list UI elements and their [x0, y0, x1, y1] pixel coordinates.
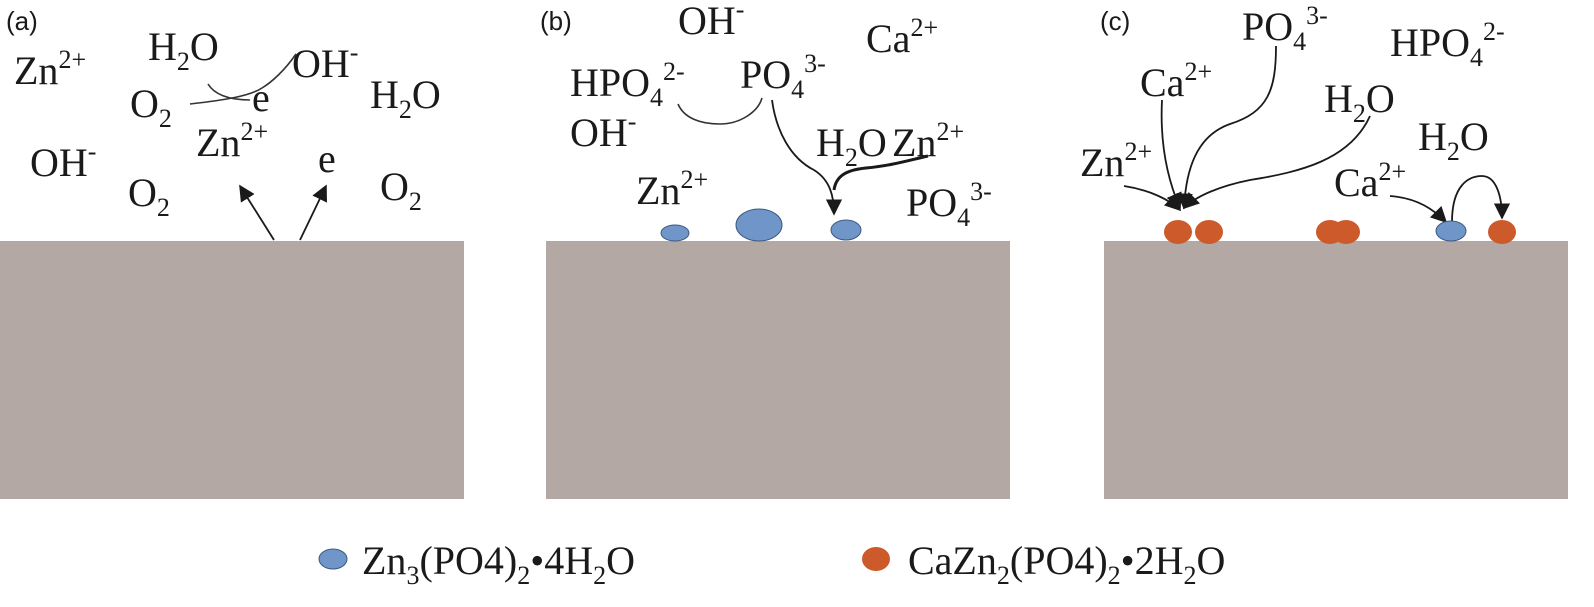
species-zn-b1: Zn2+	[892, 117, 964, 165]
panel-label-c: (c)	[1100, 6, 1130, 36]
panel-a: (a) Zn2+ H2O e OH- O2 H2O Zn2+ OH- e O2 …	[0, 6, 464, 499]
substrate-c	[1104, 241, 1568, 499]
arrow-h2o-to-surface-c	[1182, 115, 1371, 210]
arrow-zn-to-surface-c	[1123, 185, 1182, 212]
panel-label-b: (b)	[540, 6, 572, 36]
cazn-phosphate-particle-c1	[1164, 220, 1192, 244]
species-oh-a1: OH-	[292, 38, 358, 86]
species-zn-a1: Zn2+	[14, 45, 86, 93]
cazn-phosphate-particle-c4	[1332, 220, 1360, 244]
species-zn-b2: Zn2+	[636, 165, 708, 213]
arrow-zn-release	[239, 184, 275, 241]
zn-phosphate-particle-b1	[660, 224, 690, 242]
zn-phosphate-particle-b3	[830, 219, 862, 241]
species-po4-b1: PO43-	[740, 49, 826, 104]
species-po4-c1: PO43-	[1242, 1, 1328, 56]
zn-phosphate-particle-c1	[1435, 220, 1467, 242]
species-oh-a2: OH-	[30, 137, 96, 185]
reaction-curve-b2	[832, 154, 929, 191]
legend-label-zn-phosphate: Zn3(PO4)2•4H2O	[362, 538, 635, 590]
species-hpo4-b1: HPO42-	[570, 57, 685, 112]
species-h2o-a2: H2O	[370, 72, 441, 124]
species-electron-a2: e	[318, 136, 336, 181]
species-h2o-c2: H2O	[1418, 114, 1489, 166]
species-ca-b1: Ca2+	[866, 13, 938, 61]
species-h2o-b1: H2O	[816, 120, 887, 172]
zn-phosphate-particle-b2	[735, 208, 783, 242]
species-h2o-a1: H2O	[148, 24, 219, 76]
species-hpo4-c1: HPO42-	[1390, 17, 1505, 72]
species-po4-b2: PO43-	[906, 177, 992, 232]
legend-swatch-zn-phosphate	[318, 548, 348, 570]
species-o2-a2: O2	[128, 170, 170, 222]
species-oh-b1: OH-	[678, 0, 744, 43]
arrow-h2o-to-particle	[1451, 175, 1511, 223]
arrow-po4-to-surface-c	[1176, 45, 1277, 210]
cazn-phosphate-particle-c5	[1488, 220, 1516, 244]
arrow-po4-to-surface	[771, 99, 843, 216]
arrow-ca-to-surface	[1160, 99, 1182, 210]
species-ca-c1: Ca2+	[1140, 57, 1212, 105]
species-electron-a1: e	[252, 75, 270, 120]
species-h2o-c1: H2O	[1324, 76, 1395, 128]
species-o2-a1: O2	[130, 81, 172, 133]
reaction-curve-a	[189, 53, 297, 105]
panel-c: (c) PO43- HPO42- Ca2+ H2O H2O Zn2+ Ca2+	[1080, 1, 1568, 499]
legend: Zn3(PO4)2•4H2O CaZn2(PO4)2•2H2O	[318, 538, 1225, 590]
arrow-ca-to-particle	[1389, 195, 1448, 224]
species-ca-c2: Ca2+	[1334, 157, 1406, 205]
legend-label-cazn-phosphate: CaZn2(PO4)2•2H2O	[908, 538, 1225, 590]
arrow-electron-release	[299, 184, 327, 241]
legend-swatch-cazn-phosphate	[862, 547, 890, 571]
species-oh-b2: OH-	[570, 107, 636, 155]
reaction-curve-a2	[207, 83, 251, 101]
species-o2-a3: O2	[380, 164, 422, 216]
substrate-b	[546, 241, 1010, 499]
substrate-a	[0, 241, 464, 499]
panel-b: (b) OH- Ca2+ HPO42- PO43- OH- H2O Zn2+ Z…	[540, 0, 1010, 499]
species-zn-c1: Zn2+	[1080, 137, 1152, 185]
species-zn-a2: Zn2+	[196, 117, 268, 165]
cazn-phosphate-particle-c2	[1195, 220, 1223, 244]
panel-label-a: (a)	[6, 6, 38, 36]
reaction-curve-b1	[677, 97, 763, 125]
